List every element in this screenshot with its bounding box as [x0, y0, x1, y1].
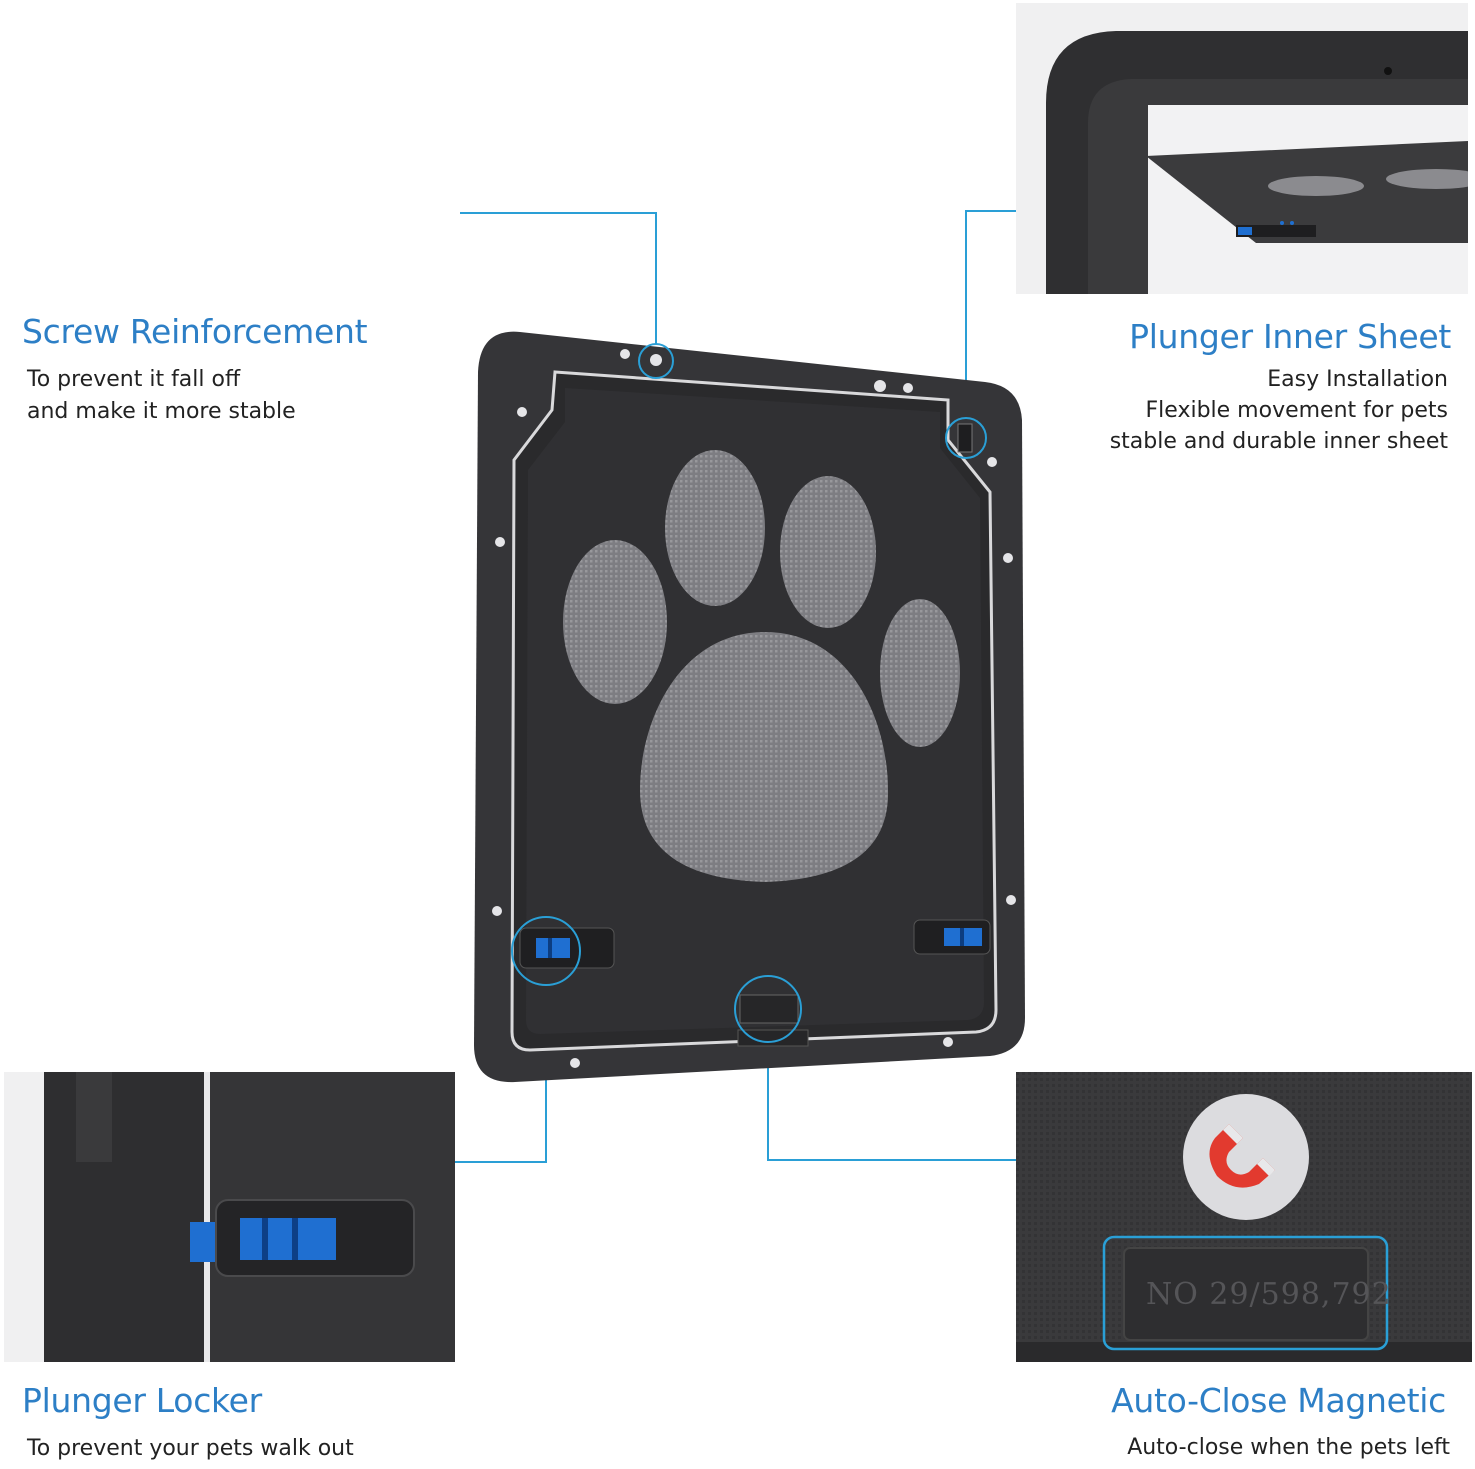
plunger-locker-title: Plunger Locker	[22, 1381, 262, 1420]
plunger-locker-desc: To prevent your pets walk out	[27, 1436, 354, 1461]
bottom-magnet-latch	[739, 994, 799, 1024]
plunger-sheet-title: Plunger Inner Sheet	[1129, 317, 1451, 356]
screw-reinforcement-desc: To prevent it fall off and make it more …	[27, 367, 296, 424]
plunger-sheet-desc: Easy Installation Flexible movement for …	[1109, 367, 1448, 454]
magnet-callout-circle	[734, 975, 802, 1043]
paw-mesh-window	[563, 450, 960, 882]
sheet-callout-circle	[945, 417, 987, 459]
magnetic-photo: NO 29/598,792	[1016, 1072, 1472, 1362]
screw-heads	[492, 349, 1016, 1068]
magnet-icon	[1183, 1094, 1309, 1220]
left-lock	[519, 927, 615, 969]
right-lock	[913, 919, 991, 955]
pet-door-illustration	[474, 331, 1025, 1083]
screw-reinforcement-title: Screw Reinforcement	[22, 312, 368, 351]
plunger-sheet-photo	[1016, 3, 1468, 294]
lock-callout-circle	[511, 916, 581, 986]
plunger-locker-photo	[4, 1072, 455, 1362]
patent-number: NO 29/598,792	[1146, 1277, 1392, 1312]
screw-callout-circle	[638, 343, 674, 379]
magnetic-desc: Auto-close when the pets left	[1127, 1435, 1450, 1460]
magnetic-title: Auto-Close Magnetic	[1111, 1381, 1446, 1420]
sheet-latch	[957, 423, 973, 453]
